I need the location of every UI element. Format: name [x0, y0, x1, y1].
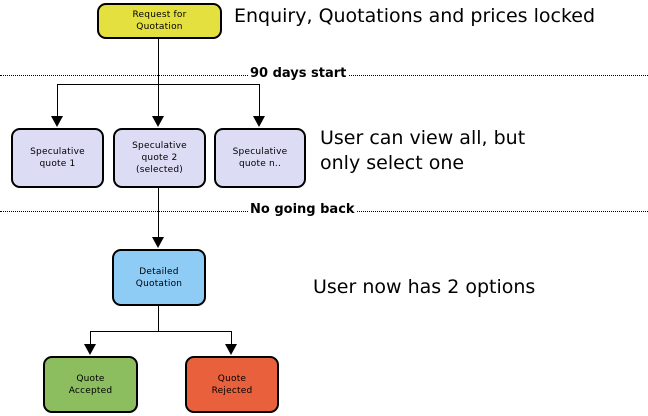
connector-rfq-to-spec2 [158, 84, 159, 117]
node-request-for-quotation-label: Request for Quotation [132, 10, 187, 32]
arrowhead-to-specn [253, 116, 265, 127]
node-detailed-quotation-label: Detailed Quotation [135, 266, 183, 289]
connector-detailed-to-rejected [231, 331, 232, 345]
connector-detailed-to-accepted [90, 331, 91, 345]
connector-spec2-to-detailed [158, 188, 159, 238]
node-speculative-quote-2-label: Speculative quote 2 (selected) [132, 141, 187, 175]
arrowhead-to-spec2 [152, 116, 164, 127]
node-quote-accepted-label: Quote Accepted [68, 373, 113, 396]
node-detailed-quotation[interactable]: Detailed Quotation [112, 249, 206, 306]
node-speculative-quote-2[interactable]: Speculative quote 2 (selected) [113, 128, 206, 188]
annotation-user-can-view-all: User can view all, but only select one [320, 127, 526, 174]
connector-rfq-to-specn [259, 84, 260, 117]
node-speculative-quote-1-label: Speculative quote 1 [30, 147, 85, 169]
node-quote-rejected-label: Quote Rejected [211, 373, 253, 396]
phase-divider-90-days-label: 90 days start [248, 66, 349, 81]
annotation-enquiry-locked: Enquiry, Quotations and prices locked [234, 5, 596, 27]
arrowhead-to-detailed [152, 237, 164, 248]
node-speculative-quote-n[interactable]: Speculative quote n.. [214, 128, 306, 188]
arrowhead-to-spec1 [51, 116, 63, 127]
connector-detailed-stem [158, 306, 159, 331]
node-request-for-quotation[interactable]: Request for Quotation [97, 3, 222, 39]
node-speculative-quote-1[interactable]: Speculative quote 1 [11, 128, 104, 188]
connector-rfq-stem [158, 39, 159, 84]
connector-detailed-bus [90, 331, 231, 332]
annotation-user-now-has-2-options: User now has 2 options [313, 276, 536, 298]
arrowhead-to-accepted [84, 344, 96, 355]
connector-rfq-to-spec1 [57, 84, 58, 117]
node-quote-accepted[interactable]: Quote Accepted [43, 356, 138, 413]
phase-divider-no-going-back-label: No going back [248, 202, 357, 217]
arrowhead-to-rejected [225, 344, 237, 355]
node-speculative-quote-n-label: Speculative quote n.. [232, 147, 288, 169]
node-quote-rejected[interactable]: Quote Rejected [185, 356, 279, 413]
